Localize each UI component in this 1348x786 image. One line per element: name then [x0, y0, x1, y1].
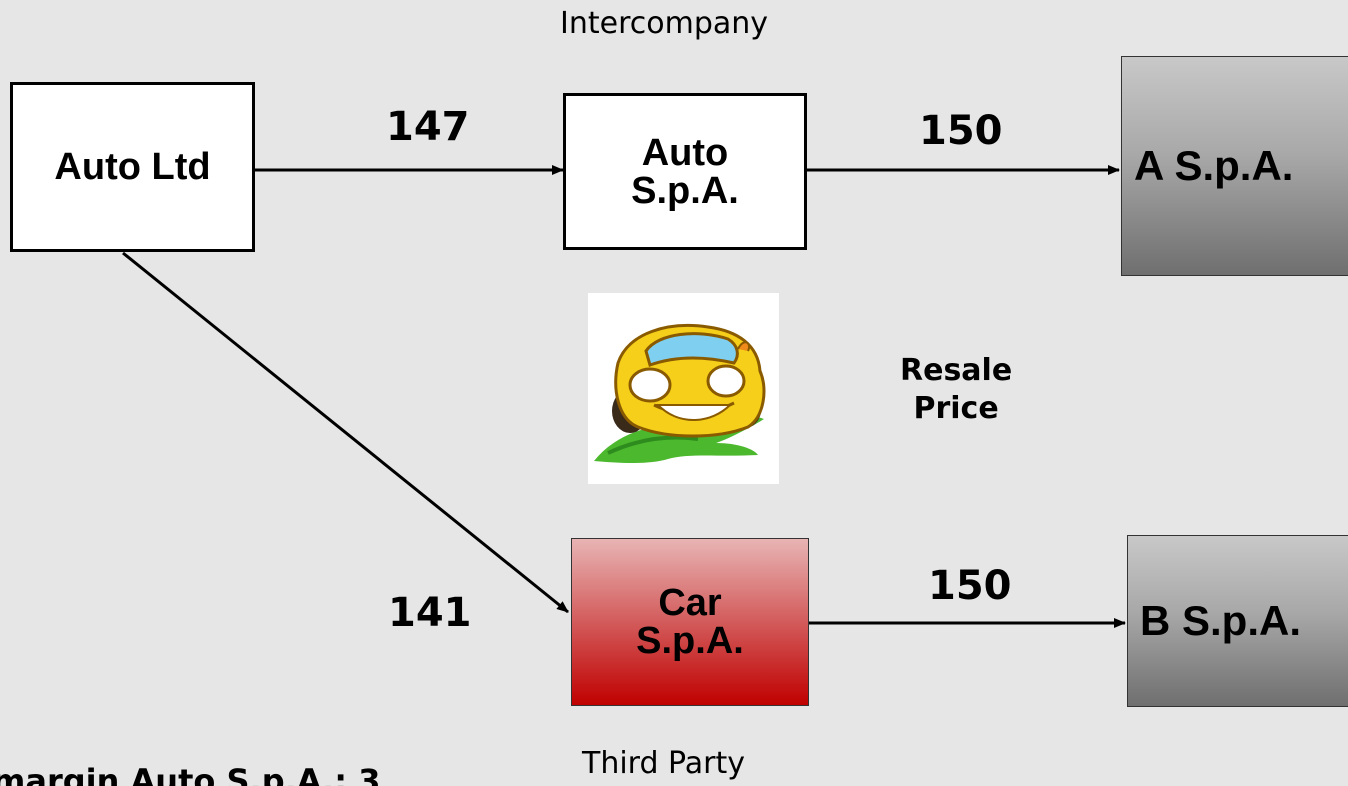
entity-auto-ltd: Auto Ltd	[10, 82, 255, 252]
cartoon-car-icon	[588, 293, 779, 484]
entity-a-spa: A S.p.A.	[1121, 56, 1348, 276]
entity-b-spa-label: B S.p.A.	[1140, 597, 1302, 644]
arrow-auto-ltd-to-car-spa	[122, 251, 569, 614]
method-label: Resale Price	[900, 352, 1012, 427]
entity-car-spa: Car S.p.A.	[571, 538, 809, 706]
price-auto-ltd-to-auto-spa: 147	[386, 104, 470, 150]
cartoon-car-drawing	[594, 324, 766, 463]
price-auto-ltd-to-car-spa: 141	[388, 590, 472, 636]
entity-auto-spa: Auto S.p.A.	[563, 93, 807, 250]
method-label-line2: Price	[913, 390, 999, 426]
entity-car-spa-label-line2: S.p.A.	[636, 620, 744, 662]
price-auto-spa-to-a-spa: 150	[919, 108, 1003, 154]
entity-auto-spa-label-line2: S.p.A.	[631, 169, 739, 212]
method-label-line1: Resale	[900, 353, 1013, 388]
entity-b-spa: B S.p.A.	[1127, 535, 1348, 707]
entity-auto-spa-label-line1: Auto	[641, 131, 729, 174]
entity-car-spa-label-line1: Car	[658, 582, 722, 624]
footnote-margin: margin Auto S.p.A.: 3	[0, 762, 381, 786]
caption-intercompany: Intercompany	[560, 6, 769, 41]
entity-a-spa-label: A S.p.A.	[1134, 142, 1294, 189]
caption-third-party: Third Party	[582, 746, 746, 781]
entity-auto-ltd-label: Auto Ltd	[54, 146, 211, 188]
price-car-spa-to-b-spa: 150	[928, 563, 1012, 609]
